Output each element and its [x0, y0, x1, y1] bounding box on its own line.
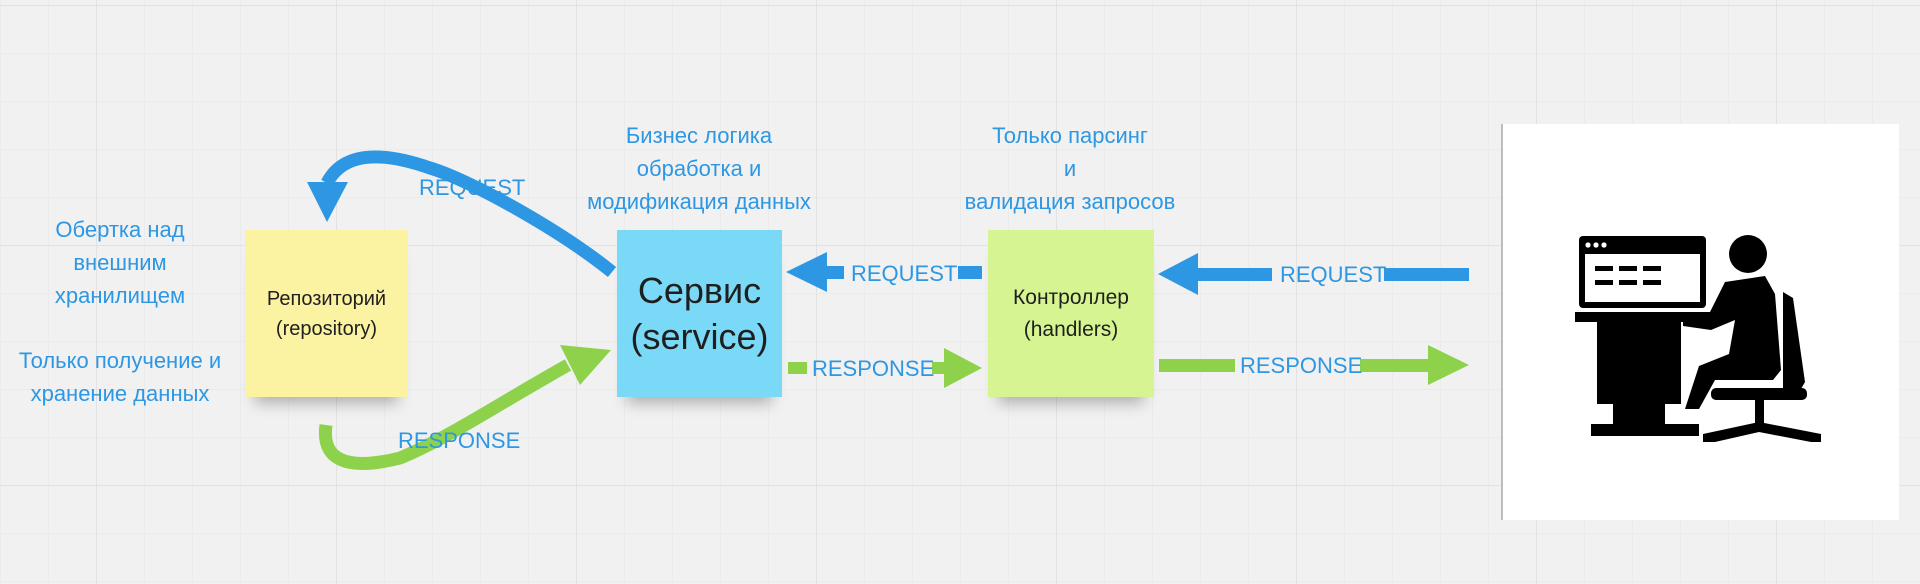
arrow-service-to-repo-request[interactable] — [307, 150, 617, 278]
note-controller-parsing: Только парсинг и валидация запросов — [964, 123, 1176, 214]
sticky-service[interactable]: Сервис (service) — [617, 230, 782, 397]
label-user-to-controller-request: REQUEST — [1280, 262, 1387, 287]
sticky-repository-label: Репозиторий (repository) — [266, 287, 387, 340]
arrow-controller-to-service-request[interactable] — [786, 252, 982, 292]
note-repository-wrapper: Обертка над внешним хранилищем — [54, 217, 186, 308]
label-repo-to-service-response: RESPONSE — [398, 428, 521, 453]
user-at-computer-icon — [1575, 235, 1821, 442]
label-controller-to-user-response: RESPONSE — [1240, 353, 1363, 378]
label-service-to-repo-request: REQUEST — [419, 175, 526, 200]
arrow-repo-to-service-response[interactable] — [318, 345, 611, 470]
note-service-business-logic: Бизнес логика обработка и модификация да… — [587, 123, 811, 214]
arrow-user-to-controller-request[interactable] — [1158, 253, 1469, 295]
label-service-to-controller-response: RESPONSE — [812, 356, 935, 381]
arrow-controller-to-user-response[interactable] — [1159, 345, 1469, 385]
sticky-controller-label: Контроллер (handlers) — [1013, 285, 1129, 341]
user-image-card[interactable] — [1501, 124, 1899, 520]
note-repository-storage: Только получение и хранение данных — [18, 348, 222, 406]
sticky-service-label: Сервис (service) — [630, 269, 769, 357]
arrow-service-to-controller-response[interactable] — [788, 348, 982, 388]
sticky-repository[interactable]: Репозиторий (repository) — [245, 230, 408, 397]
sticky-controller[interactable]: Контроллер (handlers) — [988, 230, 1154, 397]
label-controller-to-service-request: REQUEST — [851, 261, 958, 286]
